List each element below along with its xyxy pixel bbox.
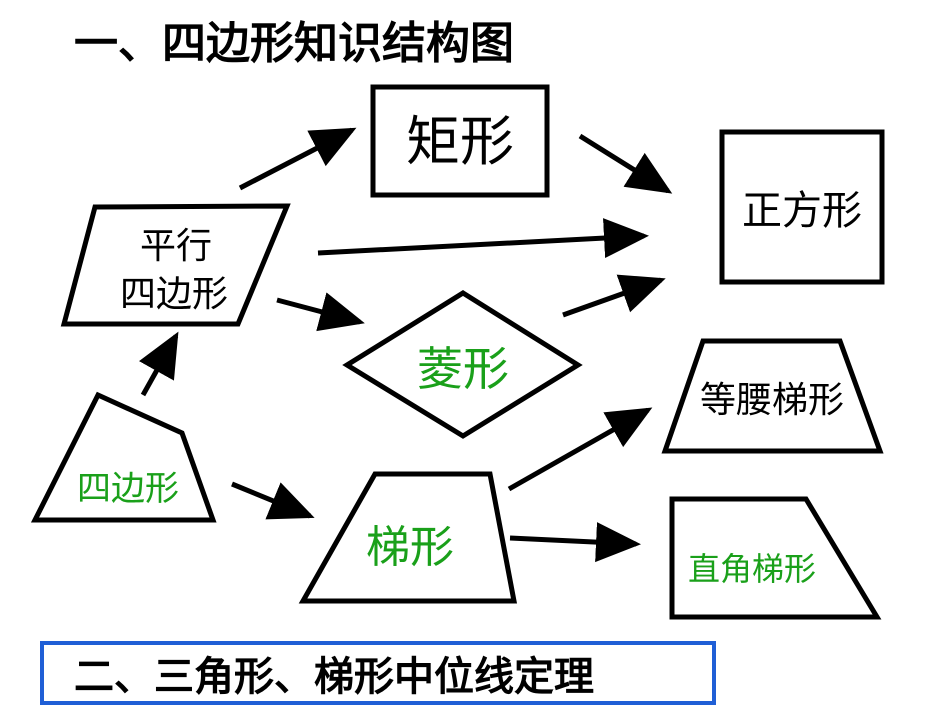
arrow-quadrilateral-to-trapezoid <box>231 481 315 520</box>
square-node-label: 正方形 <box>742 188 862 234</box>
arrow-quadrilateral-to-parallelogram <box>139 331 179 397</box>
arrow-parallelogram-to-rectangle <box>238 127 357 191</box>
rectangle-node-label: 矩形 <box>406 110 514 173</box>
trapezoid-node-shape <box>298 471 518 604</box>
isosceles-trapezoid-node-label: 等腰梯形 <box>700 380 844 421</box>
trapezoid-node-label: 梯形 <box>366 522 454 573</box>
footer-section-title: 二、三角形、梯形中位线定理 <box>74 654 594 700</box>
rhombus-node-label: 菱形 <box>417 342 509 396</box>
parallelogram-node-label-line1: 平行 <box>140 226 212 267</box>
footer-section-box: 二、三角形、梯形中位线定理 <box>40 641 716 705</box>
parallelogram-node-label-line2: 四边形 <box>120 274 228 315</box>
arrow-rhombus-to-square <box>562 274 666 318</box>
arrow-trapezoid-to-isosceles-trapezoid <box>507 407 653 492</box>
arrow-trapezoid-to-right-trapezoid <box>509 522 641 563</box>
quadrilateral-node-label: 四边形 <box>77 469 179 509</box>
right-trapezoid-node-shape <box>669 496 882 620</box>
page-title: 一、四边形知识结构图 <box>74 18 514 69</box>
parallelogram-node-shape <box>60 203 291 327</box>
rhombus-node-shape <box>342 290 583 439</box>
quadrilateral-node-shape <box>30 391 217 523</box>
arrow-parallelogram-to-square <box>317 218 649 259</box>
right-trapezoid-node-label: 直角梯形 <box>688 550 816 588</box>
arrow-rectangle-to-square <box>578 133 673 194</box>
rectangle-node-shape <box>370 84 550 198</box>
isosceles-trapezoid-node-shape <box>661 338 884 454</box>
arrow-parallelogram-to-rhombus <box>276 292 365 332</box>
square-node-shape <box>719 129 885 285</box>
